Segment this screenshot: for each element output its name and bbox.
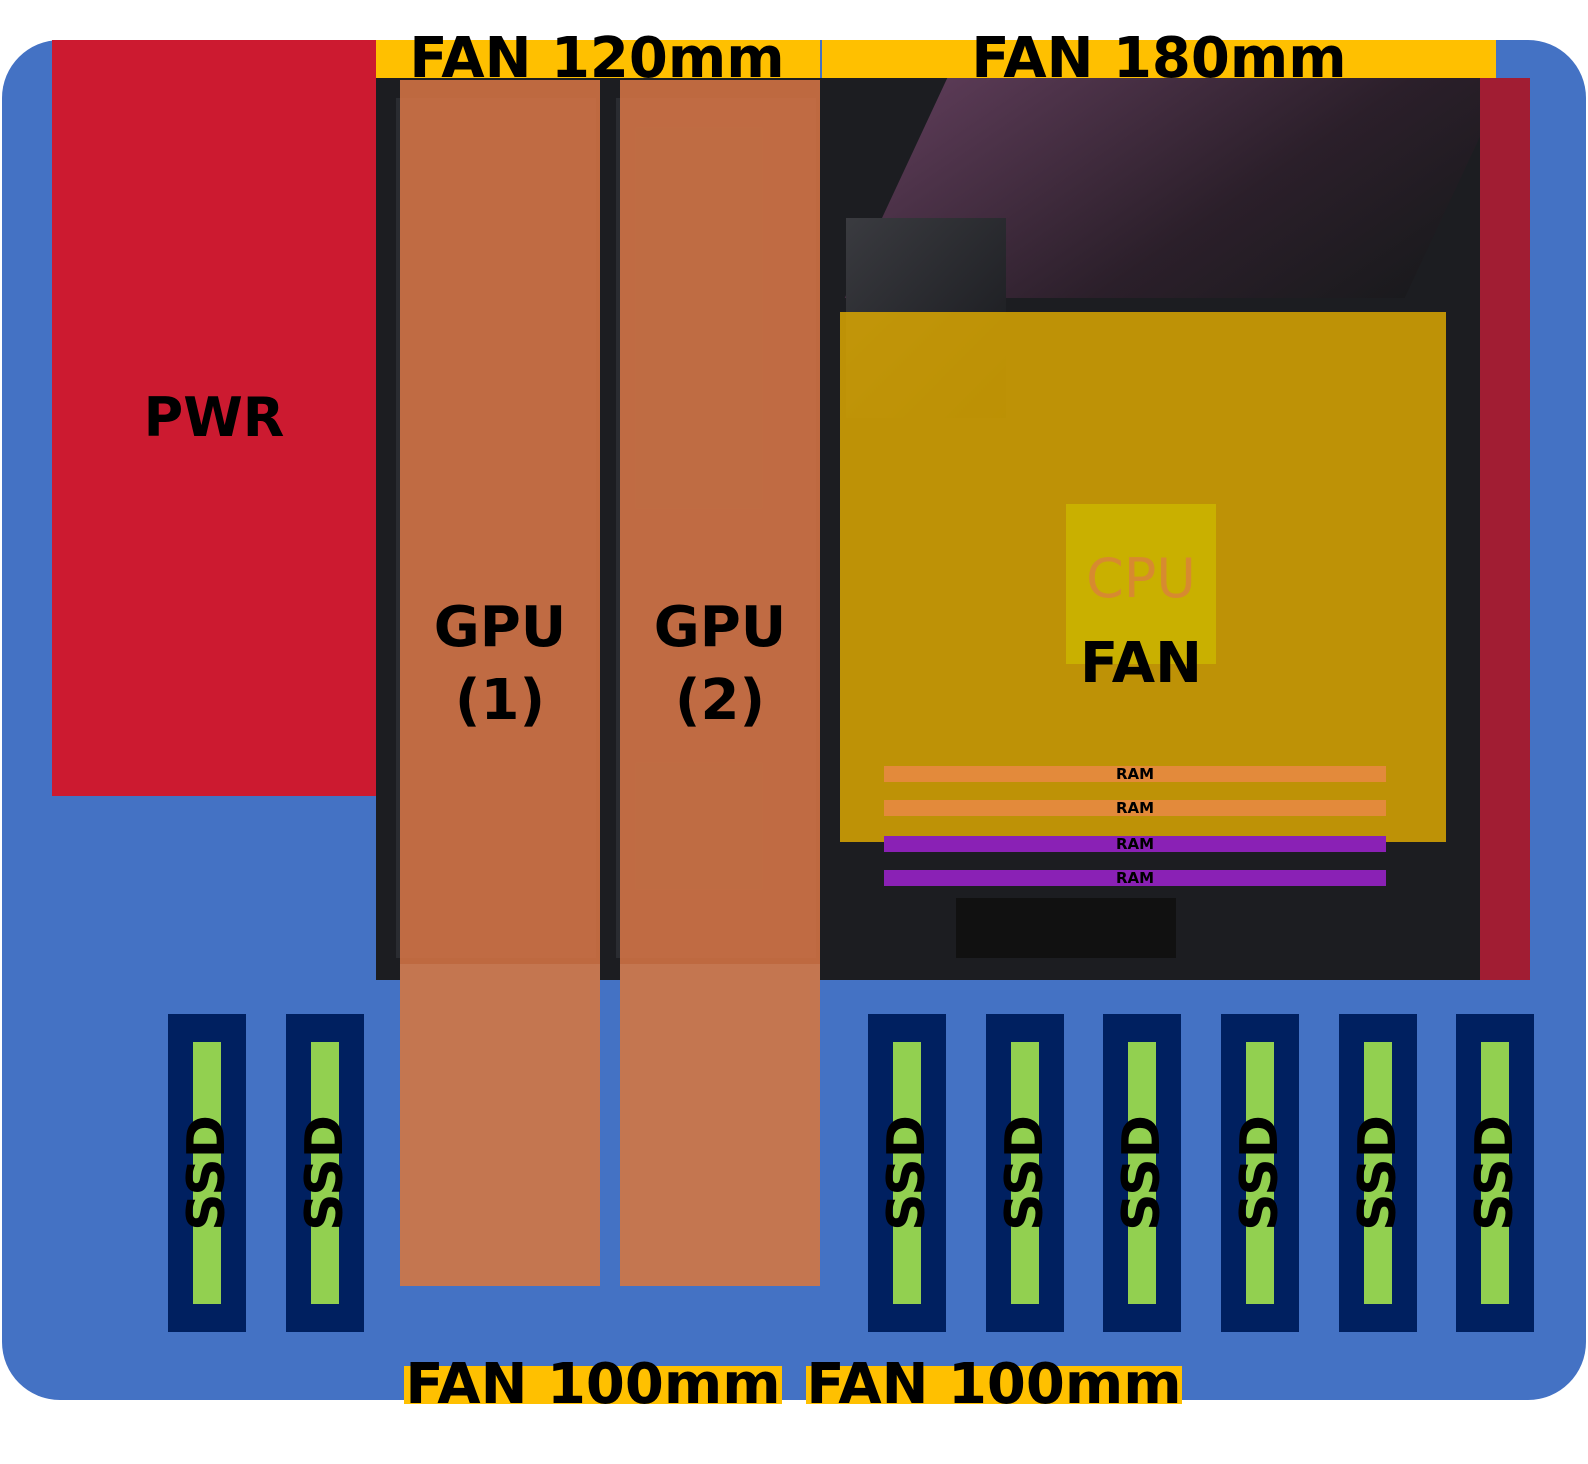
ssd-2-core: [311, 1042, 339, 1304]
ssd-7-label: SSD: [1348, 1115, 1409, 1231]
cpu-fan-label: FAN: [1079, 631, 1203, 696]
ssd-4-core: [1011, 1042, 1039, 1304]
gpu-2-upper: [620, 80, 820, 964]
ram-slot-3: RAM: [884, 836, 1386, 852]
ram-slot-2: RAM: [884, 800, 1386, 816]
gpu-1-lower: [400, 964, 600, 1286]
ssd-4-label: SSD: [995, 1115, 1056, 1231]
ssd-8: SSD: [1456, 1014, 1534, 1332]
ssd-7-core: [1364, 1042, 1392, 1304]
ram-slot-4-label: RAM: [1115, 868, 1155, 887]
fan-100mm-left-label: FAN 100mm: [405, 1352, 781, 1417]
ram-slot-3-label: RAM: [1115, 834, 1155, 853]
fan-180mm-label: FAN 180mm: [971, 26, 1347, 91]
board-edge: [1480, 78, 1530, 980]
ssd-7: SSD: [1339, 1014, 1417, 1332]
fan-120mm-label: FAN 120mm: [409, 26, 785, 91]
gpu-1-title: GPU: [433, 595, 567, 660]
fan-100mm-right-bar: FAN 100mm: [806, 1357, 1182, 1413]
atx-power-connector: [956, 898, 1176, 958]
ssd-1-core: [193, 1042, 221, 1304]
ssd-3: SSD: [868, 1014, 946, 1332]
ssd-1-label: SSD: [177, 1115, 238, 1231]
gpu-2-label: GPU (2): [620, 592, 820, 738]
gpu-2-title: GPU: [653, 595, 787, 660]
ssd-2-label: SSD: [295, 1115, 356, 1231]
ssd-4: SSD: [986, 1014, 1064, 1332]
fan-100mm-right-label: FAN 100mm: [806, 1352, 1182, 1417]
ssd-5-label: SSD: [1112, 1115, 1173, 1231]
fan-100mm-left-bar: FAN 100mm: [404, 1357, 782, 1413]
ssd-2: SSD: [286, 1014, 364, 1332]
ssd-5: SSD: [1103, 1014, 1181, 1332]
ram-slot-1-label: RAM: [1115, 764, 1155, 783]
ssd-3-core: [893, 1042, 921, 1304]
ram-slot-2-label: RAM: [1115, 798, 1155, 817]
gpu-2-lower: [620, 964, 820, 1286]
power-supply: PWR: [52, 40, 376, 796]
ssd-6-label: SSD: [1230, 1115, 1291, 1231]
gpu-2-number: (2): [674, 667, 766, 733]
ssd-6-core: [1246, 1042, 1274, 1304]
ssd-5-core: [1128, 1042, 1156, 1304]
gpu-1-number: (1): [454, 667, 546, 733]
cpu-socket: [1066, 504, 1216, 664]
cpu-label: CPU: [1086, 547, 1196, 610]
ram-slot-4: RAM: [884, 870, 1386, 886]
ssd-8-core: [1481, 1042, 1509, 1304]
ssd-3-label: SSD: [877, 1115, 938, 1231]
power-label: PWR: [143, 386, 285, 449]
ssd-1: SSD: [168, 1014, 246, 1332]
gpu-1-upper: [400, 80, 600, 964]
gpu-1-label: GPU (1): [400, 592, 600, 738]
fan-120mm-bar: FAN 120mm: [374, 31, 820, 87]
ssd-6: SSD: [1221, 1014, 1299, 1332]
ssd-8-label: SSD: [1465, 1115, 1526, 1231]
fan-180mm-bar: FAN 180mm: [822, 31, 1496, 87]
ram-slot-1: RAM: [884, 766, 1386, 782]
